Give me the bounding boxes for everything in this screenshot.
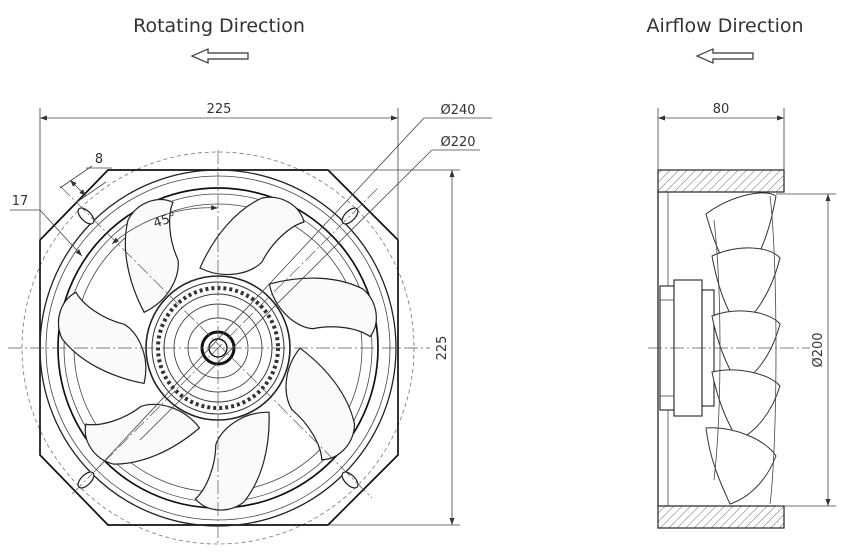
dim-width-label: 225 [207, 102, 232, 117]
dim-flange-label: 8 [95, 152, 103, 167]
airflow-direction-title: Airflow Direction [646, 15, 803, 37]
front-view: 225 225 Ø240 Ø220 8 17 45° [8, 102, 492, 545]
dim-impeller-diameter-label: Ø200 [811, 332, 826, 367]
angle-label: 45° [152, 210, 179, 231]
dim-outer-diameter-label: Ø240 [440, 103, 475, 118]
rotating-direction-title: Rotating Direction [133, 15, 305, 37]
dim-height-label: 225 [435, 336, 450, 361]
housing-top-wall [657, 169, 785, 193]
housing-bottom-wall [657, 505, 785, 529]
rotating-direction-arrow-icon [190, 48, 249, 64]
side-view: 80 Ø200 [648, 102, 836, 529]
dim-hole-circle-label: Ø220 [440, 135, 475, 150]
airflow-direction-arrow-icon [695, 48, 754, 64]
dim-depth-label: 80 [713, 102, 730, 117]
side-impeller-blades [705, 192, 781, 505]
dim-hole-edge-label: 17 [12, 194, 29, 209]
impeller-blades [51, 186, 391, 522]
